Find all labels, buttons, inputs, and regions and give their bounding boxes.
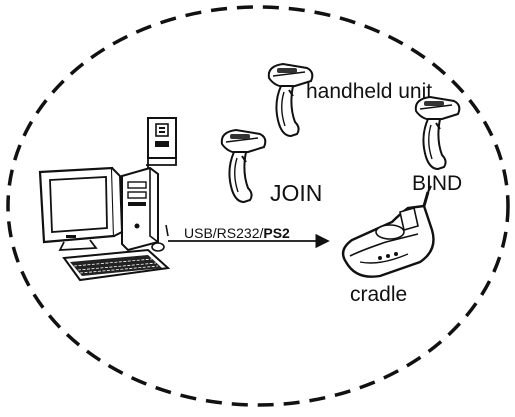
interface-label: USB/RS232/PS2 [184,225,290,241]
network-boundary [6,5,510,407]
scanner-icon [414,96,461,170]
computer-icon [38,166,171,282]
label-handheld-unit: handheld unit [306,80,433,103]
interface-usb-rs232: USB/RS232/ [184,225,264,241]
interface-arrow [165,224,330,249]
cradle-icon [341,185,435,278]
scanner-icon [220,129,267,203]
interface-ps2: PS2 [263,225,290,241]
label-cradle: cradle [350,283,408,306]
wall-socket-icon [146,117,177,175]
label-bind: BIND [412,172,463,195]
label-join: JOIN [270,180,323,206]
